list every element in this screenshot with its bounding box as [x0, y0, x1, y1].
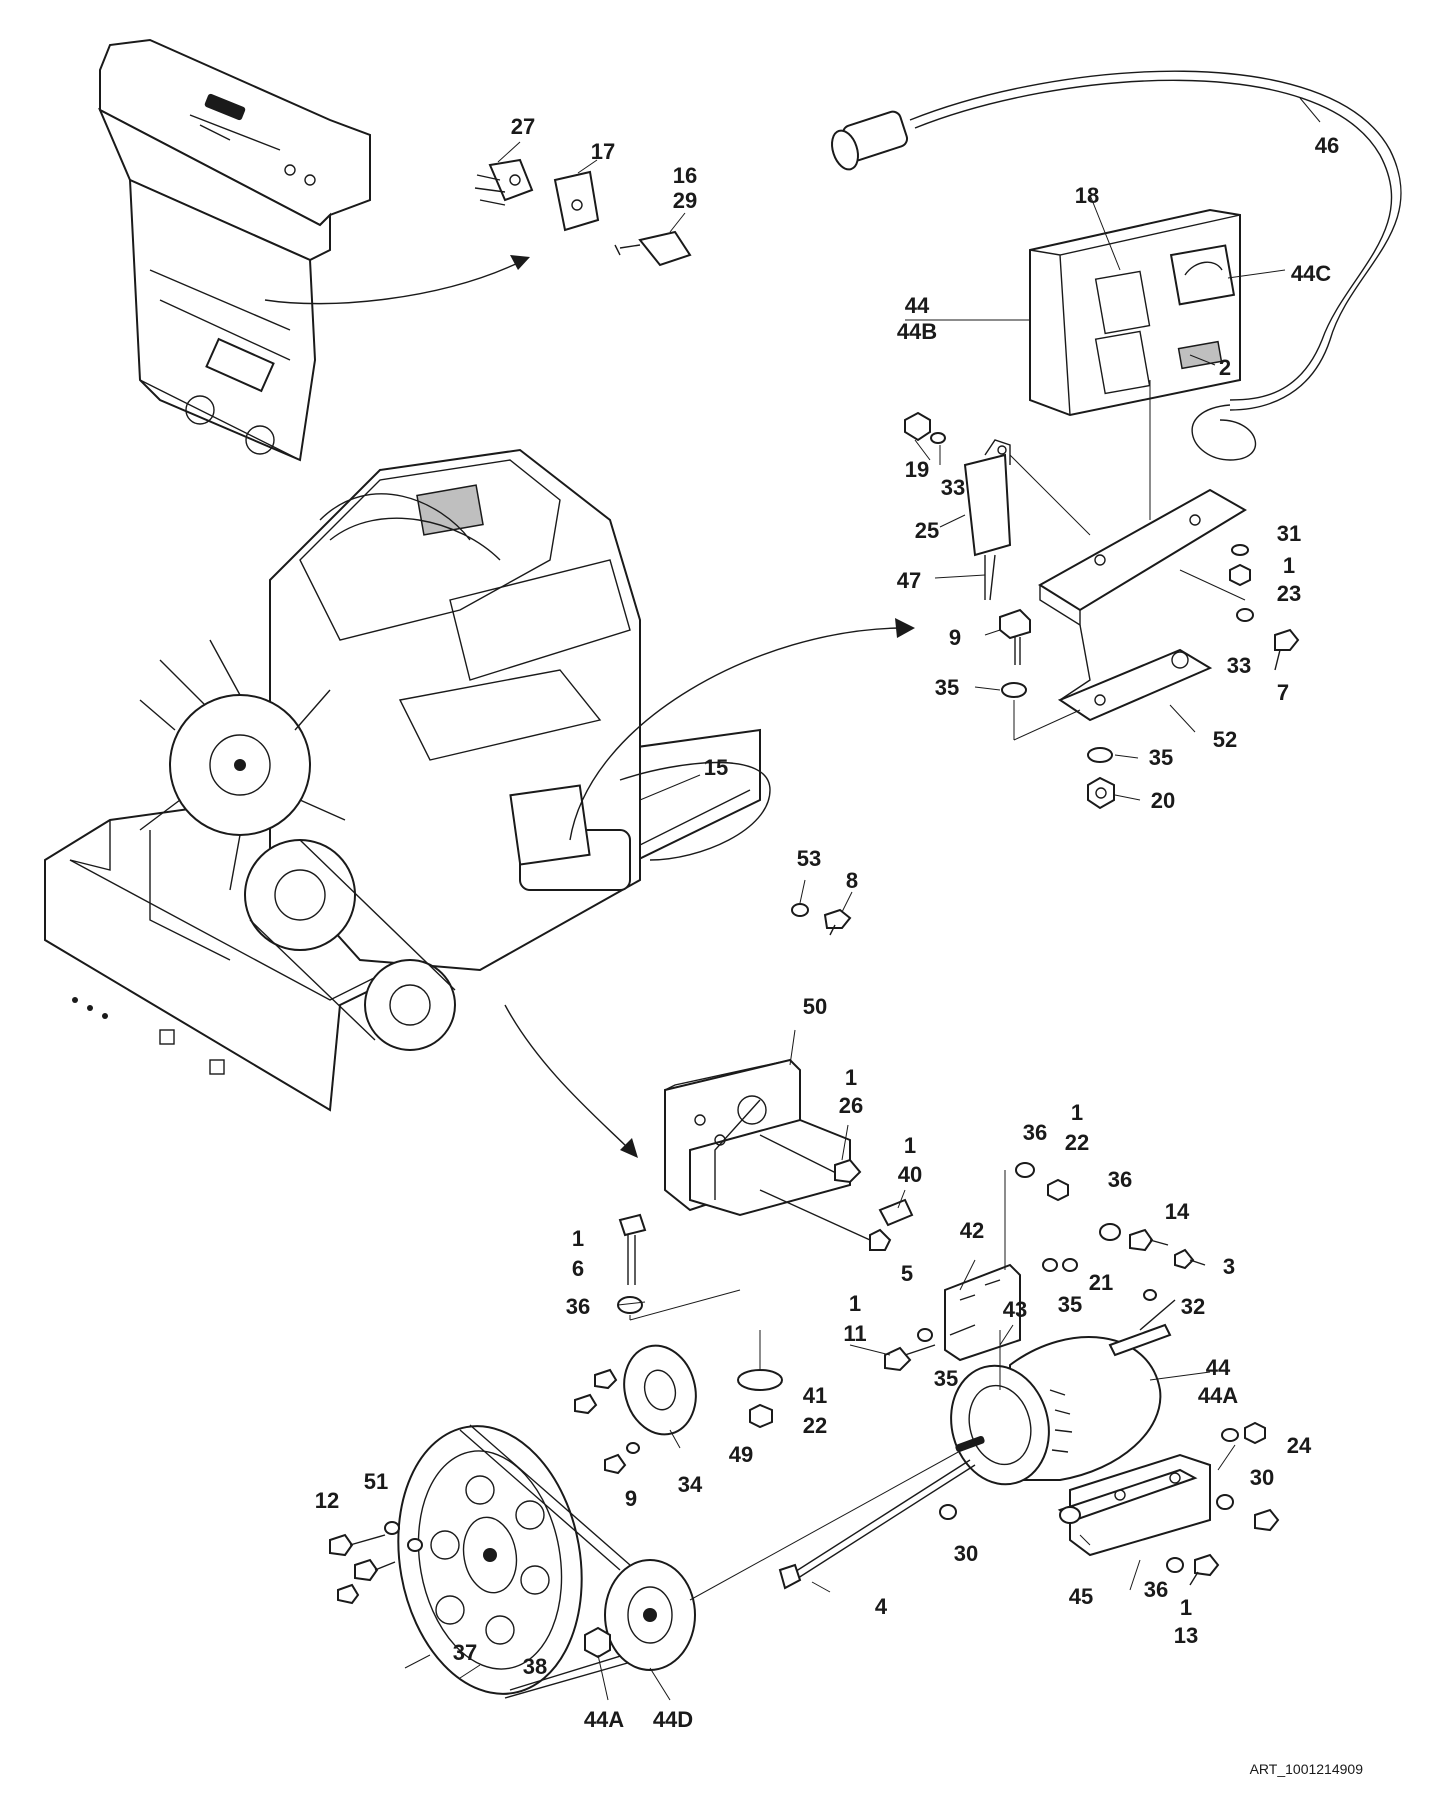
arrow-head-1 [510, 255, 530, 270]
callout-45: 45 [1069, 1584, 1093, 1609]
callout-23: 23 [1277, 581, 1301, 606]
art-id: ART_1001214909 [1250, 1761, 1364, 1777]
control-console [97, 38, 371, 462]
callout-1-f: 1 [849, 1291, 861, 1316]
callout-36-c: 36 [566, 1294, 590, 1319]
callout-31: 31 [1277, 521, 1301, 546]
callout-27: 27 [511, 114, 535, 139]
callout-1-g: 1 [1180, 1595, 1192, 1620]
alternator-bracket [664, 1029, 851, 1217]
callout-4: 4 [875, 1594, 888, 1619]
callout-20: 20 [1151, 788, 1175, 813]
arrow-head-2 [895, 618, 915, 638]
callout-49: 49 [729, 1442, 753, 1467]
callout-16: 16 [673, 163, 697, 188]
callout-36-a: 36 [1023, 1120, 1047, 1145]
callout-22-b: 22 [803, 1413, 827, 1438]
callout-36-b: 36 [1108, 1167, 1132, 1192]
callout-35-a: 35 [935, 675, 959, 700]
control-box [905, 194, 1286, 520]
callout-24: 24 [1287, 1433, 1312, 1458]
arrow-console-to-switch [264, 261, 521, 305]
callout-44a-b: 44A [584, 1707, 624, 1732]
callout-9-b: 9 [625, 1486, 637, 1511]
callout-13: 13 [1174, 1623, 1198, 1648]
engine [139, 448, 771, 1051]
callout-33-b: 33 [1227, 653, 1251, 678]
callout-43: 43 [1003, 1297, 1027, 1322]
callout-44-bot: 44 [1206, 1355, 1231, 1380]
power-cord [831, 70, 1402, 461]
callout-40: 40 [898, 1162, 922, 1187]
callout-44d: 44D [653, 1707, 693, 1732]
callout-42: 42 [960, 1218, 984, 1243]
callout-35-d: 35 [934, 1366, 958, 1391]
callout-1-d: 1 [1071, 1100, 1083, 1125]
callout-5: 5 [901, 1261, 913, 1286]
alternator [944, 1170, 1211, 1557]
callout-12: 12 [315, 1488, 339, 1513]
callout-36-d: 36 [1144, 1577, 1168, 1602]
callout-1-b: 1 [845, 1065, 857, 1090]
callout-26: 26 [839, 1093, 863, 1118]
callout-11: 11 [843, 1321, 866, 1346]
bracket-hardware [617, 1134, 936, 1429]
leader-lines [404, 439, 1236, 1701]
callout-19: 19 [905, 457, 929, 482]
callout-44b: 44B [897, 319, 937, 344]
callout-44c: 44C [1291, 261, 1331, 286]
callout-25: 25 [915, 518, 939, 543]
callout-38: 38 [523, 1654, 547, 1679]
switch-parts [474, 141, 692, 267]
callout-37: 37 [453, 1640, 477, 1665]
callout-22-a: 22 [1065, 1130, 1089, 1155]
callout-34: 34 [678, 1472, 703, 1497]
callout-2: 2 [1219, 355, 1231, 380]
callout-1-e: 1 [572, 1226, 584, 1251]
arrow-engine-to-bracket [569, 627, 901, 841]
callout-30-a: 30 [1250, 1465, 1274, 1490]
callout-3: 3 [1223, 1254, 1235, 1279]
hardware-53-8 [791, 903, 852, 936]
callout-52: 52 [1213, 727, 1237, 752]
callout-46: 46 [1315, 133, 1339, 158]
long-bolt [778, 1459, 976, 1590]
callout-35-c: 35 [1058, 1292, 1082, 1317]
callout-14: 14 [1165, 1199, 1190, 1224]
callout-labels: 27 17 16 29 46 18 44C 44 44B 2 19 33 25 … [315, 114, 1363, 1777]
relay-bracket [904, 411, 1300, 810]
pulley-assembly [329, 1344, 981, 1699]
alternator-hardware [917, 1162, 1280, 1586]
callout-51: 51 [364, 1469, 388, 1494]
callout-47: 47 [897, 568, 921, 593]
callout-29: 29 [673, 188, 697, 213]
callout-30-b: 30 [954, 1541, 978, 1566]
callout-8: 8 [846, 868, 858, 893]
callout-1-c: 1 [904, 1133, 916, 1158]
arrow-engine-to-alternator [504, 1004, 631, 1151]
callout-41: 41 [803, 1383, 827, 1408]
callout-50: 50 [803, 994, 827, 1019]
callout-32: 32 [1181, 1294, 1205, 1319]
callout-15: 15 [704, 755, 728, 780]
callout-53: 53 [797, 846, 821, 871]
callout-44a-r: 44A [1198, 1383, 1238, 1408]
callout-21: 21 [1089, 1270, 1113, 1295]
callout-6: 6 [572, 1256, 584, 1281]
callout-33-a: 33 [941, 475, 965, 500]
callout-17: 17 [591, 139, 615, 164]
callout-44-top: 44 [905, 293, 930, 318]
callout-7: 7 [1277, 680, 1289, 705]
callout-35-b: 35 [1149, 745, 1173, 770]
callout-1-a: 1 [1283, 553, 1295, 578]
arrow-head-3 [620, 1138, 638, 1158]
callout-18: 18 [1075, 183, 1099, 208]
callout-9-a: 9 [949, 625, 961, 650]
